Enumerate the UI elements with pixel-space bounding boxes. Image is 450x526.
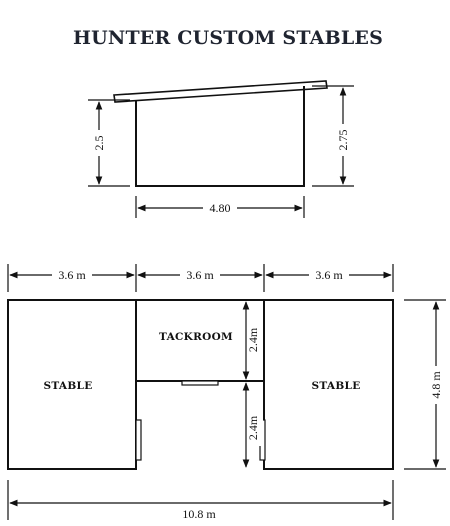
width-label: 4.80 xyxy=(210,201,231,215)
tackroom-label: TACKROOM xyxy=(159,331,233,343)
floor-plan: 3.6 m 3.6 m 3.6 m STABLE TACKROOM STABLE… xyxy=(7,264,446,522)
right-height-label: 2.75 xyxy=(336,130,350,151)
left-stable-label: STABLE xyxy=(43,380,92,392)
tackroom-depth-label: 2.4m xyxy=(246,327,260,352)
top-dim-label-3: 3.6 m xyxy=(315,268,343,282)
diagram-title: HUNTER CUSTOM STABLES xyxy=(73,27,383,49)
tackroom-door xyxy=(181,380,219,386)
right-stable-label: STABLE xyxy=(311,380,360,392)
depth-label: 4.8 m xyxy=(429,371,443,399)
elevation-walls xyxy=(135,86,305,187)
left-height-label: 2.5 xyxy=(92,136,106,151)
top-dim-label-2: 3.6 m xyxy=(186,268,214,282)
left-stable-room xyxy=(7,299,137,470)
lower-depth-label: 2.4m xyxy=(246,415,260,440)
total-width-label: 10.8 m xyxy=(182,507,216,521)
right-stable-room xyxy=(263,299,394,470)
top-dim-label-1: 3.6 m xyxy=(58,268,86,282)
left-stable-door xyxy=(135,419,142,461)
elevation-roof xyxy=(113,80,328,103)
side-elevation: 2.5 2.75 4.80 xyxy=(88,80,354,218)
